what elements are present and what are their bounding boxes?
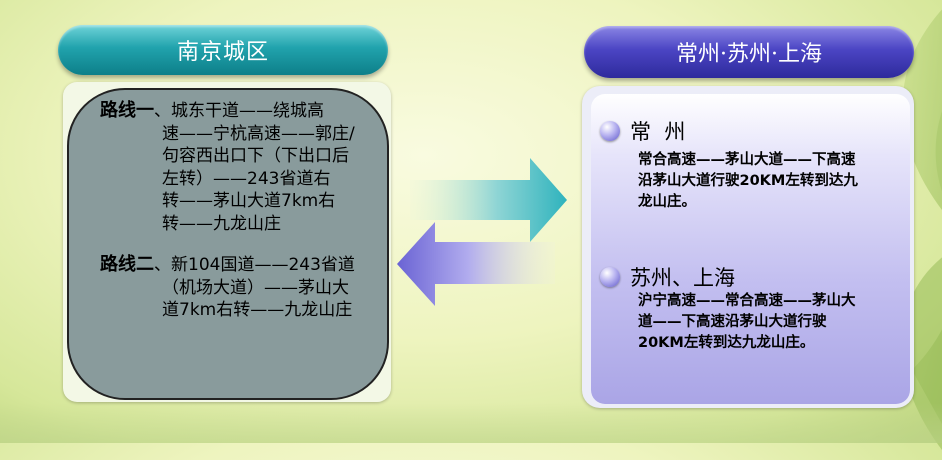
left-panel-title: 南京城区	[58, 25, 388, 75]
suzhou-shanghai-route: 沪宁高速——常合高速——茅山大 道——下高速沿茅山大道行驶 20KM左转到达九龙…	[638, 291, 856, 354]
suzhou-shanghai-line: 道——下高速沿茅山大道行驶	[638, 314, 827, 330]
direction-arrows	[397, 158, 567, 306]
changzhou-line: 龙山庄。	[638, 194, 696, 210]
route-two-label: 路线二	[100, 254, 154, 275]
changzhou-line: 沿茅山大道行驶20KM左转到达九	[638, 173, 858, 189]
changzhou-heading: 常 州	[600, 116, 685, 146]
suzhou-shanghai-heading: 苏州、上海	[600, 262, 735, 292]
route-two-line: 、新104国道——243省道	[154, 255, 355, 275]
changzhou-title: 常 州	[630, 120, 686, 144]
route-one-line: 转——九龙山庄	[162, 213, 281, 234]
route-one: 路线一、城东干道——绕城高 速——宁杭高速——郭庄/ 句容西出口下（下出口后 左…	[100, 100, 355, 235]
changzhou-route: 常合高速——茅山大道——下高速 沿茅山大道行驶20KM左转到达九 龙山庄。	[638, 150, 858, 213]
suzhou-shanghai-title: 苏州、上海	[630, 266, 735, 290]
left-route-box	[67, 88, 389, 400]
route-one-line: 左转）——243省道右	[162, 168, 331, 189]
route-one-line: 速——宁杭高速——郭庄/	[162, 123, 355, 144]
bullet-icon	[600, 121, 620, 141]
suzhou-shanghai-line: 20KM左转到达九龙山庄。	[638, 335, 815, 351]
arrow-left-icon	[397, 222, 555, 306]
route-two-line: （机场大道）——茅山大	[162, 277, 349, 298]
route-two: 路线二、新104国道——243省道 （机场大道）——茅山大 道7km右转——九龙…	[100, 254, 355, 322]
route-one-label: 路线一	[100, 100, 154, 121]
right-panel-title: 常州·苏州·上海	[584, 26, 914, 78]
suzhou-shanghai-line: 沪宁高速——常合高速——茅山大	[638, 293, 856, 309]
right-route-box	[591, 94, 910, 404]
bullet-icon	[600, 267, 620, 287]
route-one-line: 句容西出口下（下出口后	[162, 146, 349, 166]
changzhou-line: 常合高速——茅山大道——下高速	[638, 152, 856, 168]
arrow-right-icon	[410, 158, 567, 242]
route-one-line: 转——茅山大道7km右	[162, 191, 336, 211]
route-one-line: 、城东干道——绕城高	[154, 101, 324, 121]
bottom-gradient	[0, 403, 942, 443]
route-two-line: 道7km右转——九龙山庄	[162, 300, 353, 320]
